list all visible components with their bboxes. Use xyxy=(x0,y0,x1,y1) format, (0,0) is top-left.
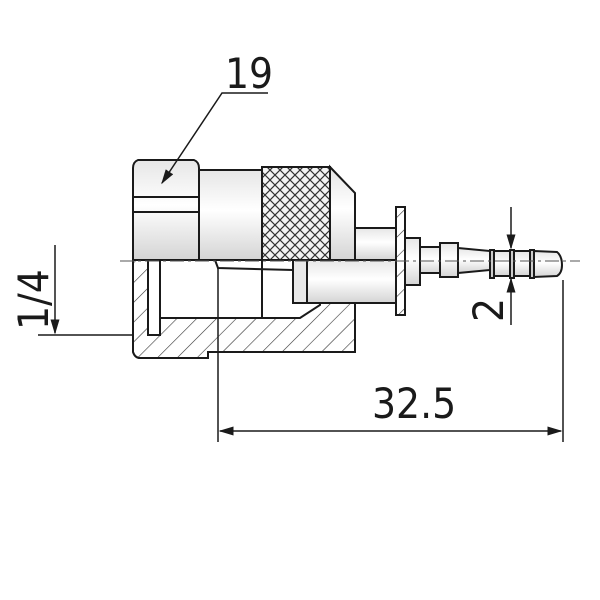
thread-size-label: 1/4 xyxy=(9,269,58,330)
hex-size-label: 19 xyxy=(225,49,273,98)
barb xyxy=(419,246,441,274)
stem xyxy=(354,227,398,261)
dimension-lines xyxy=(38,92,564,442)
section-hatched xyxy=(132,259,356,359)
hose-bore-label: 2 xyxy=(464,298,513,322)
inner-rod xyxy=(292,259,398,304)
length-label: 32.5 xyxy=(372,379,456,428)
sleeve xyxy=(198,169,263,261)
hex-nut xyxy=(132,159,200,261)
knurled-collar xyxy=(261,166,331,261)
collar-chamfer xyxy=(329,164,356,261)
fitting-body xyxy=(132,159,564,359)
